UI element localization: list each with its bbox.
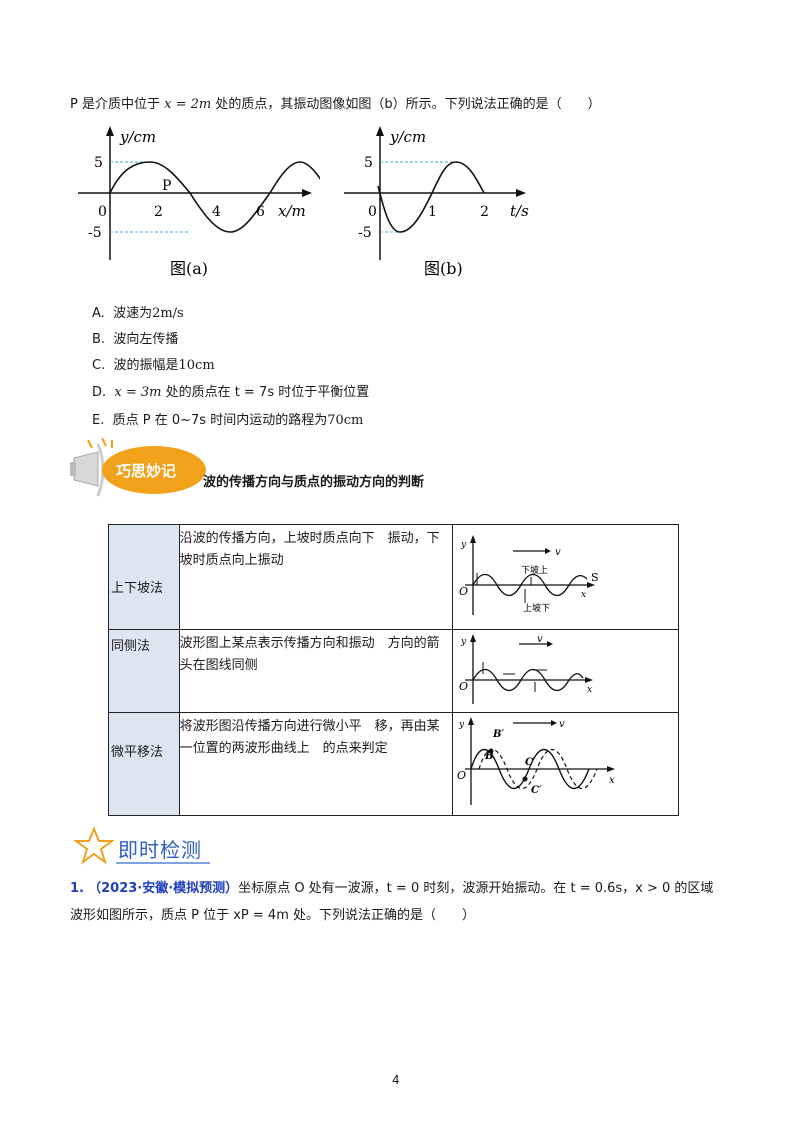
problem-line1: 坐标原点 O 处有一波源，t = 0 时刻，波源开始振动。在 t = 0.6s，… [238, 881, 714, 896]
method-name: 同侧法 [111, 639, 151, 654]
fig-a-point-p: P [162, 178, 171, 194]
option-b: B. 波向左传播 [92, 328, 178, 347]
method-description: 波形图上某点表示传播方向和振动 方向的箭头在图线同侧 [179, 636, 440, 673]
fig-a-ytick-pos: 5 [94, 155, 103, 171]
page-number: 4 [392, 1073, 400, 1087]
same-side-method-diagram: O y x v [459, 634, 593, 704]
fig-b-ytick-pos: 5 [364, 155, 373, 171]
option-a-text: 波速为 [113, 306, 153, 321]
figure-b: 5 -5 0 1 2 y/cm t/s 图(b) [344, 126, 529, 278]
intro-math: x = 2m [164, 97, 212, 112]
option-b-label: B. [92, 332, 106, 347]
fig-a-xlabel: x/m [278, 202, 306, 220]
translation-c: C [525, 757, 533, 768]
figure-a: 5 -5 0 2 4 6 P y/cm x/m 图(a) [78, 126, 320, 278]
option-d-label: D. [92, 385, 107, 400]
tips-title: 波的传播方向与质点的振动方向的判断 [203, 475, 425, 490]
method-description: 沿波的传播方向，上坡时质点向下 振动，下坡时质点向上振动 [179, 531, 440, 568]
fig-b-caption: 图(b) [424, 259, 463, 278]
same-side-axis-x: x [587, 685, 592, 695]
problem-1-line2: 波形如图所示，质点 P 位于 xP = 4m 处。下列说法正确的是（ ） [70, 908, 475, 923]
megaphone-icon [70, 437, 206, 497]
same-side-axis-y: y [460, 637, 467, 647]
same-side-origin: O [459, 680, 468, 693]
fig-a-ylabel: y/cm [119, 128, 156, 146]
slope-axis-y: y [460, 540, 467, 550]
slope-method-diagram: O y x v 下坡上 上坡下 S [459, 535, 599, 615]
option-a-label: A. [92, 306, 105, 321]
option-d-math: x = 3m [114, 385, 162, 400]
fig-a-origin: 0 [98, 204, 107, 220]
tips-badge: 巧思妙记 [116, 462, 177, 480]
slope-up-label: 下坡上 [521, 564, 548, 576]
table-row: 同侧法 波形图上某点表示传播方向和振动 方向的箭头在图线同侧 O y x v [108, 629, 680, 713]
option-c-text: 波的振幅是 [113, 358, 179, 373]
fig-b-xtick-1: 1 [428, 204, 437, 220]
option-c: C. 波的振幅是10cm [92, 354, 215, 373]
option-b-text: 波向左传播 [113, 332, 179, 347]
option-a: A. 波速为2m/s [92, 302, 184, 321]
slope-s-label: S [591, 571, 599, 584]
option-e: E. 质点 P 在 0~7s 时间内运动的路程为70cm [92, 409, 363, 428]
fig-a-xtick-2: 2 [154, 204, 163, 220]
method-description: 将波形图沿传播方向进行微小平 移，再由某一位置的两波形曲线上 的点来判定 [179, 719, 440, 756]
option-e-text: 质点 P 在 0~7s 时间内运动的路程为 [112, 413, 328, 428]
fig-b-origin: 0 [368, 204, 377, 220]
method-name: 上下坡法 [111, 581, 164, 596]
option-c-math: 10cm [178, 358, 215, 373]
star-icon [74, 826, 114, 865]
table-row: 上下坡法 沿波的传播方向，上坡时质点向下 振动，下坡时质点向上振动 O y x … [108, 524, 680, 630]
fig-a-xtick-6: 6 [256, 204, 265, 220]
translation-c-prime: C′ [531, 785, 542, 796]
intro-suffix: 处的质点，其振动图像如图（b）所示。下列说法正确的是（ ） [215, 97, 601, 112]
option-e-label: E. [92, 413, 105, 428]
fig-a-xtick-4: 4 [212, 204, 221, 220]
translation-axis-x: x [609, 775, 615, 786]
fig-a-caption: 图(a) [170, 259, 208, 278]
table-row: 微平移法 将波形图沿传播方向进行微小平 移，再由某一位置的两波形曲线上 的点来判… [108, 712, 680, 816]
translation-velocity: v [559, 719, 565, 730]
fig-b-ylabel: y/cm [389, 128, 426, 146]
slope-velocity: v [555, 547, 561, 558]
methods-table: 上下坡法 沿波的传播方向，上坡时质点向下 振动，下坡时质点向上振动 O y x … [108, 524, 680, 816]
fig-a-ytick-neg: -5 [88, 225, 102, 241]
option-d: D. x = 3m 处的质点在 t = 7s 时位于平衡位置 [92, 381, 369, 400]
fig-b-ytick-neg: -5 [358, 225, 372, 241]
method-name: 微平移法 [111, 745, 164, 760]
option-d-tail: 处的质点在 t = 7s 时位于平衡位置 [165, 385, 370, 400]
problem-1-line1: 1. （2023·安徽·模拟预测）坐标原点 O 处有一波源，t = 0 时刻，波… [70, 880, 713, 898]
problem-number: 1. [70, 881, 84, 896]
fig-b-xlabel: t/s [510, 202, 529, 220]
slope-down-label: 上坡下 [523, 602, 550, 614]
option-a-math: 2m/s [152, 306, 184, 321]
slope-origin: O [459, 585, 468, 598]
translation-b: B [484, 751, 493, 762]
same-side-velocity: v [537, 634, 543, 645]
wave-b-curve [377, 161, 485, 233]
translation-method-diagram: O y x v B′ B C C′ [457, 717, 615, 805]
fig-b-xtick-2: 2 [480, 204, 489, 220]
wave-a-curve [109, 161, 320, 233]
option-e-math: 70cm [327, 413, 364, 428]
intro-prefix: P 是介质中位于 [70, 97, 160, 112]
translation-origin: O [457, 769, 466, 782]
section-underline [116, 862, 210, 864]
translation-b-prime: B′ [492, 729, 504, 740]
question-intro: P 是介质中位于 x = 2m 处的质点，其振动图像如图（b）所示。下列说法正确… [70, 96, 601, 114]
slope-axis-x: x [581, 590, 586, 600]
option-c-label: C. [92, 358, 106, 373]
translation-axis-y: y [458, 720, 465, 730]
problem-source: （2023·安徽·模拟预测） [88, 881, 239, 896]
section-title: 即时检测 [118, 838, 202, 862]
